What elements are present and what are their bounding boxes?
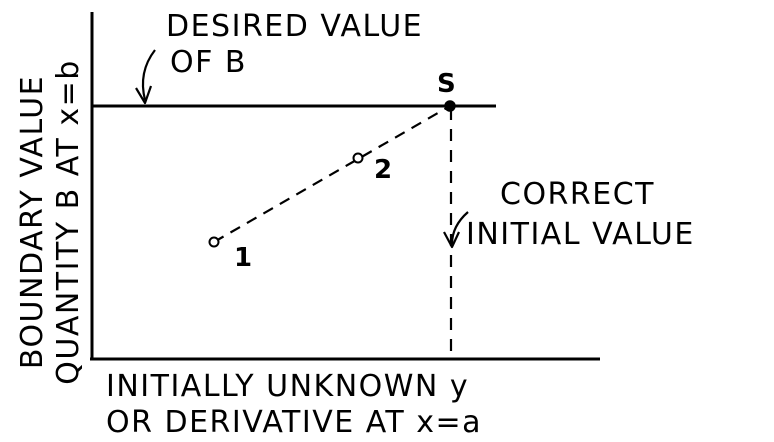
secant-dashed-line [213, 105, 451, 243]
correct-value-arrow [450, 211, 469, 245]
trial-point-1 [208, 236, 220, 248]
desired-value-label-line2: OF B [170, 45, 247, 80]
solution-point-s-label: S [437, 69, 456, 99]
correct-initial-label-line1: CORRECT [500, 177, 655, 212]
correct-value-arrowhead-icon [443, 231, 460, 249]
trial-point-2-label: 2 [374, 155, 392, 185]
x-axis-label-line2: OR DERIVATIVE AT x=a [106, 405, 482, 440]
y-axis-label-line1: BOUNDARY VALUE [15, 75, 50, 369]
correct-initial-label-line2: INITIAL VALUE [466, 217, 695, 252]
trial-point-1-label: 1 [234, 243, 252, 273]
desired-value-arrow [141, 49, 156, 101]
desired-value-label-line1: DESIRED VALUE [166, 9, 423, 44]
trial-point-2 [352, 152, 364, 164]
solution-point-s [444, 100, 456, 112]
desired-value-arrowhead-icon [135, 85, 153, 105]
x-axis-label-line1: INITIALLY UNKNOWN y [106, 369, 469, 404]
y-axis-label-line2: QUANTITY B AT x=b [51, 59, 86, 385]
